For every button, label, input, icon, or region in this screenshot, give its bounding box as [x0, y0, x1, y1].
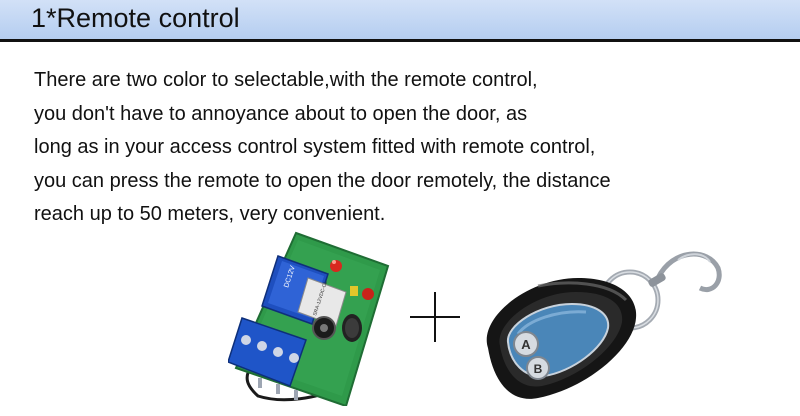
- header-band: [0, 0, 800, 40]
- description-line: There are two color to selectable,with t…: [34, 69, 538, 91]
- description-line: you can press the remote to open the doo…: [34, 169, 611, 192]
- description-line: long as in your access control system fi…: [34, 136, 596, 158]
- description-line: reach up to 50 meters, very convenient.: [34, 203, 386, 225]
- button-b-label: B: [534, 362, 543, 376]
- description-paragraph: There are two color to selectable,with t…: [34, 64, 774, 232]
- button-a-label: A: [521, 337, 531, 352]
- remote-key-fob-image: A B: [486, 251, 722, 399]
- section-title: 1*Remote control: [31, 3, 240, 33]
- header-divider: [0, 39, 800, 42]
- relay-receiver-board-image: DC12V SRA-12VDC-CL: [228, 231, 390, 406]
- description-line: you don't have to annoyance about to ope…: [34, 102, 528, 125]
- plus-icon: [410, 292, 460, 342]
